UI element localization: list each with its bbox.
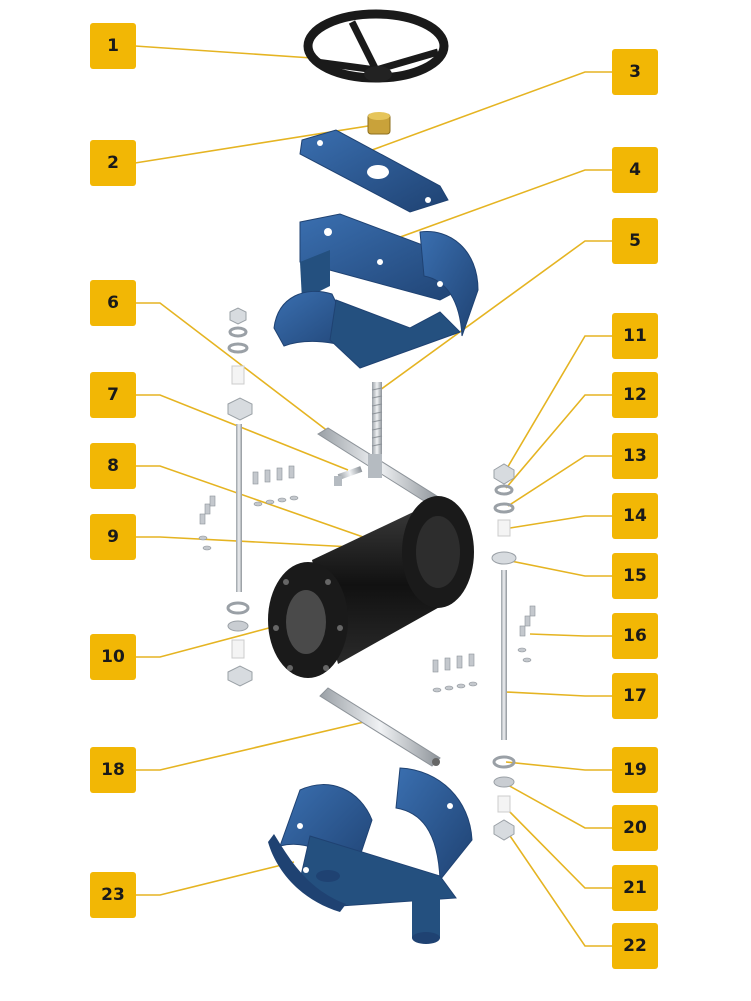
small-bolts-icon (198, 465, 536, 693)
handwheel-icon (303, 9, 449, 83)
callout-11: 11 (612, 313, 658, 359)
threaded-stem-icon (371, 382, 383, 464)
callout-14: 14 (612, 493, 658, 539)
leader-lines (134, 45, 612, 947)
lower-frame-icon (268, 767, 473, 944)
callout-10: 10 (90, 634, 136, 680)
callout-17: 17 (612, 673, 658, 719)
callout-5: 5 (612, 218, 658, 264)
callout-3: 3 (612, 49, 658, 95)
callout-9: 9 (90, 514, 136, 560)
callout-23: 23 (90, 872, 136, 918)
leader-21 (503, 805, 612, 889)
leader-6 (135, 302, 351, 449)
leader-11 (505, 335, 612, 471)
callout-6: 6 (90, 280, 136, 326)
callout-2: 2 (90, 140, 136, 186)
leader-12 (505, 394, 612, 489)
callout-18: 18 (90, 747, 136, 793)
pipe-body-icon (268, 496, 474, 678)
callout-12: 12 (612, 372, 658, 418)
leader-8 (135, 465, 367, 539)
leader-4 (369, 169, 612, 249)
tie-rod-icon (319, 687, 441, 767)
leader-13 (507, 455, 612, 507)
top-plate-icon (299, 129, 449, 213)
callout-4: 4 (612, 147, 658, 193)
brass-nut-icon (367, 112, 391, 135)
callout-8: 8 (90, 443, 136, 489)
upper-frame-icon (273, 213, 479, 369)
leader-10 (135, 615, 315, 658)
bolt-icon (334, 466, 363, 486)
leader-1 (134, 45, 313, 59)
leader-19 (505, 761, 612, 771)
leader-20 (505, 783, 612, 829)
callout-21: 21 (612, 865, 658, 911)
leader-17 (505, 691, 612, 697)
left-hardware-icon (226, 307, 253, 687)
callout-15: 15 (612, 553, 658, 599)
callout-19: 19 (612, 747, 658, 793)
right-hardware-icon (491, 463, 517, 841)
leader-22 (505, 829, 612, 947)
leader-18 (135, 721, 365, 771)
leader-5 (379, 240, 612, 391)
callout-22: 22 (612, 923, 658, 969)
callout-20: 20 (612, 805, 658, 851)
callout-16: 16 (612, 613, 658, 659)
leader-23 (135, 861, 295, 896)
leader-3 (371, 71, 612, 151)
leader-16 (529, 633, 612, 637)
callout-1: 1 (90, 23, 136, 69)
leader-9 (135, 536, 373, 549)
callout-13: 13 (612, 433, 658, 479)
leader-15 (505, 559, 612, 577)
leader-7 (135, 394, 349, 471)
callout-7: 7 (90, 372, 136, 418)
leader-14 (509, 515, 612, 529)
